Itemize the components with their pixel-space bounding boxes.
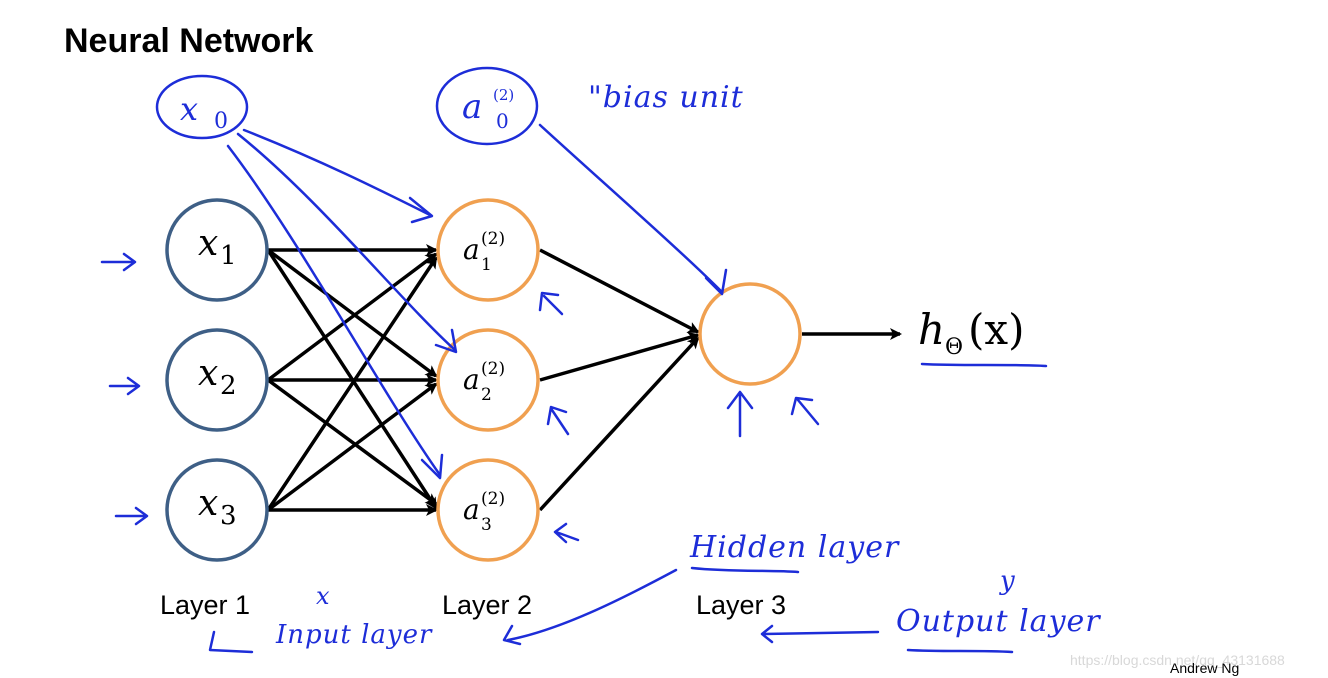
x0-base: x	[180, 90, 198, 128]
input-hidden-connections	[266, 244, 438, 516]
input-layer-nodes: x 1 x 2 x 3	[165, 198, 269, 562]
hidden-arrow-3	[553, 522, 580, 544]
node-x2: x 2	[165, 328, 269, 432]
edge-x2-a3	[266, 378, 438, 506]
node-a1-base: a	[463, 233, 480, 266]
output-layer-arrow	[760, 624, 880, 644]
bias-symbols: x 0 a (2) 0	[180, 86, 514, 134]
layer-2-label: Layer 2	[442, 590, 533, 620]
node-x3: x 3	[165, 458, 269, 562]
x0-to-a2-head	[434, 328, 458, 354]
edge-a1-out	[539, 248, 700, 334]
output-arrow-2	[790, 396, 820, 426]
hidden-arrow-1	[538, 291, 564, 316]
hidden-output-connections	[538, 248, 902, 512]
hidden-layer-note: Hidden layer	[690, 530, 900, 565]
input-arrow-2	[108, 376, 141, 396]
x0-to-a3-head	[420, 453, 444, 480]
node-x3-base: x	[198, 483, 218, 524]
input-layer-note: Input layer	[276, 620, 433, 650]
edge-x3-a2	[266, 382, 438, 512]
a0-base: a	[462, 87, 482, 127]
page-title: Neural Network	[64, 22, 314, 60]
a0-to-output-stroke	[538, 123, 724, 294]
x0-to-a1-head	[408, 196, 434, 224]
input-layer-arrow	[208, 630, 254, 654]
a0-sup: (2)	[493, 86, 514, 104]
output-label-sub: Θ	[945, 335, 963, 360]
output-underline	[920, 362, 1048, 368]
node-x2-base: x	[198, 353, 218, 394]
output-layer-note: Output layer	[896, 604, 1101, 639]
node-a1: a (2) 1	[436, 198, 540, 302]
output-arrow-1	[726, 390, 754, 438]
node-a3-sub: 3	[481, 515, 492, 535]
node-a3: a (2) 3	[436, 458, 540, 562]
hidden-layer-nodes: a (2) 1 a (2) 2 a (2) 3	[436, 198, 540, 562]
output-layer-underline	[906, 648, 1014, 654]
node-a3-base: a	[463, 493, 480, 526]
x0-sub: 0	[214, 109, 228, 134]
watermark: https://blog.csdn.net/qq_43131688	[1070, 652, 1285, 668]
node-a2-base: a	[463, 363, 480, 396]
x0-to-a1-stroke	[242, 128, 432, 217]
edge-x2-a1	[266, 252, 438, 382]
input-arrow-3	[114, 506, 149, 526]
handwritten-annotations	[100, 66, 1048, 654]
y-mark: y	[1000, 566, 1016, 596]
a0-to-output-head	[704, 268, 728, 296]
output-node	[698, 282, 802, 386]
hidden-arrow-2	[546, 405, 570, 436]
node-x1-base: x	[198, 223, 218, 264]
author-credit: Andrew Ng	[1170, 660, 1240, 676]
edge-x1-a2	[266, 248, 438, 378]
node-x1-sub: 1	[220, 241, 237, 271]
node-a2-sup: (2)	[481, 359, 505, 379]
node-a3-sup: (2)	[481, 489, 505, 509]
node-a1-sup: (2)	[481, 229, 505, 249]
hidden-layer-arrow	[506, 568, 678, 642]
output-label-base: h	[918, 305, 945, 354]
layer-1-label: Layer 1	[160, 590, 251, 620]
x-mark: x	[316, 582, 331, 610]
x0-to-a3-stroke	[226, 144, 442, 477]
node-a1-sub: 1	[481, 255, 492, 275]
input-arrow-1	[100, 252, 137, 272]
edge-a3-out	[538, 336, 700, 512]
edge-a2-out	[539, 331, 700, 382]
node-x3-sub: 3	[220, 501, 237, 531]
hidden-layer-arrow-head	[502, 624, 522, 646]
hidden-layer-underline	[690, 566, 800, 574]
a0-circle	[435, 66, 539, 146]
node-x2-sub: 2	[220, 371, 237, 401]
bias-unit-note: "bias unit	[588, 80, 744, 115]
edge-x3-a1	[266, 256, 438, 511]
output-label-arg: (x)	[968, 305, 1024, 354]
node-a2: a (2) 2	[436, 328, 540, 432]
node-a2-sub: 2	[481, 385, 492, 405]
a0-sub: 0	[496, 109, 509, 133]
x0-to-a2-stroke	[236, 132, 457, 352]
x0-circle	[155, 74, 249, 140]
output-label: h Θ (x)	[918, 305, 1024, 360]
layer-3-label: Layer 3	[696, 590, 787, 620]
node-x1: x 1	[165, 198, 269, 302]
